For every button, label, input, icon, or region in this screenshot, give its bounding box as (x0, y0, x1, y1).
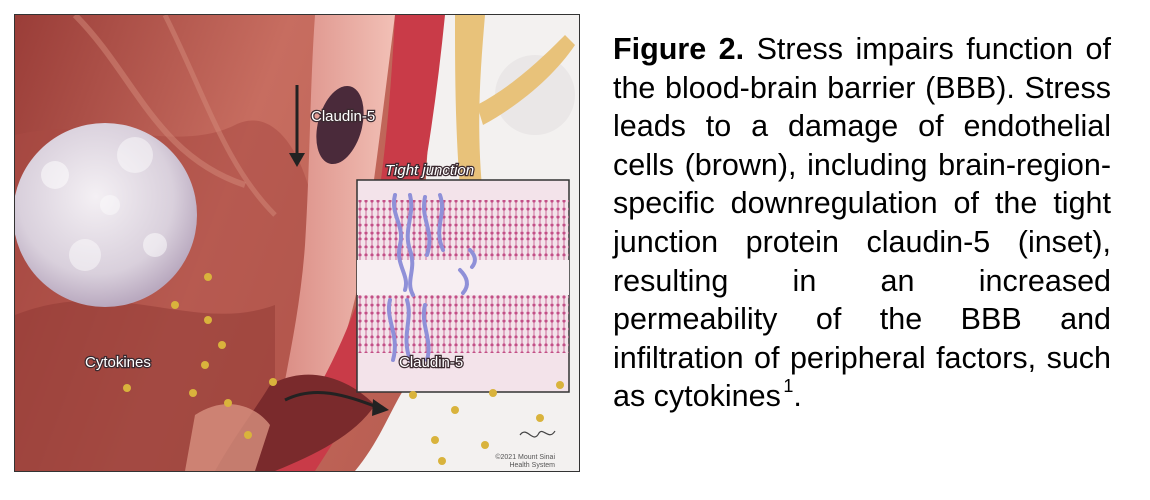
figure-caption: Figure 2. Stress impairs function of the… (613, 30, 1111, 416)
credit-org: Health System (509, 462, 555, 469)
endothelial-wall (275, 15, 395, 435)
artist-signature (519, 430, 556, 438)
downregulation-arrow (289, 85, 305, 167)
credit-copyright: ©2021 Mount Sinai (495, 453, 555, 461)
claudin-5-protein (316, 85, 364, 165)
tight-junction-inset (356, 179, 570, 393)
tight-junction-label: Tight junction (385, 162, 474, 179)
claudin-label-top: Claudin-5 (311, 108, 375, 125)
cytokine-particles (123, 273, 564, 465)
infiltration-arrow (284, 391, 389, 416)
claudin-label-inset: Claudin-5 (399, 354, 463, 371)
astrocyte-process (455, 15, 485, 220)
blood-vessel (265, 15, 445, 471)
figure-label: Figure 2. (613, 32, 745, 66)
caption-text: Stress impairs function of the blood-bra… (613, 32, 1111, 414)
immune-cell (15, 123, 197, 307)
cytokines-label: Cytokines (85, 354, 151, 371)
claudin-strands (387, 193, 477, 362)
figure-illustration: Claudin-5 Tight junction Claudin- (14, 14, 580, 472)
citation-superscript: 1 (783, 376, 794, 397)
caption-end: . (793, 379, 802, 414)
